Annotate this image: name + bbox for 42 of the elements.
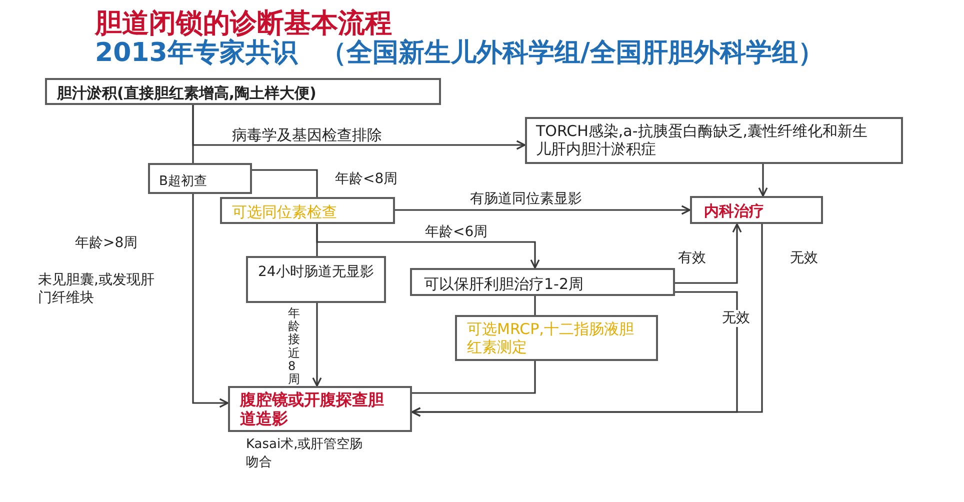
node-text: 内科治疗 <box>704 202 764 220</box>
node-text: 可以保肝利胆治疗1-2周 <box>424 275 584 293</box>
arrow <box>312 303 322 387</box>
process-box <box>228 386 412 432</box>
title: 胆道闭锁的诊断基本流程 <box>95 7 392 39</box>
process-box <box>410 268 675 296</box>
connector-line <box>412 361 536 394</box>
edge-label: 病毒学及基因检查排除 <box>232 126 382 144</box>
edge-label: 有效 <box>678 250 706 267</box>
node-text: 24小时肠道无显影 <box>258 264 374 281</box>
process-box <box>525 117 903 164</box>
node-text: 胆汁淤积(直接胆红素增高,陶土样大便) <box>57 84 316 102</box>
arrow <box>395 205 691 215</box>
edge-label: 有肠道同位素显影 <box>470 191 582 208</box>
node-text: TORCH感染,a-抗胰蛋白酶缺乏,囊性纤维化和新生儿肝内胆汁淤积症 <box>536 122 869 158</box>
edge-label: 年龄>8周 <box>75 235 138 252</box>
node-text: 可选同位素检查 <box>232 203 337 221</box>
connector-line <box>534 296 536 315</box>
arrow <box>192 194 229 408</box>
process-box <box>690 196 823 224</box>
arrow <box>316 224 540 269</box>
edge-label: 年龄<6周 <box>425 224 488 241</box>
note-text: 未见胆囊,或发现肝门纤维块 <box>38 272 156 307</box>
connector-line <box>252 169 318 197</box>
node-text: 腹腔镜或开腹探查胆道造影 <box>240 390 385 428</box>
arrow <box>411 224 763 417</box>
edge-label: 无效 <box>790 250 818 267</box>
process-box <box>220 197 395 224</box>
edge-label: 年龄<8周 <box>335 171 398 188</box>
node-text: B超初查 <box>159 174 207 190</box>
process-box <box>45 78 441 105</box>
edge-label: 年龄接近8周 <box>288 307 300 386</box>
node-caption: Kasai术,或肝管空肠吻合 <box>246 436 364 472</box>
arrow <box>758 164 768 197</box>
process-box <box>148 163 252 194</box>
subtitle: 2013年专家共识 （全国新生儿外科学组/全国肝胆外科学组） <box>95 37 824 70</box>
process-box <box>246 256 386 303</box>
process-box <box>455 315 658 361</box>
edge-label: 无效 <box>722 310 750 327</box>
arrow <box>675 223 742 284</box>
node-text: 可选MRCP,十二指肠液胆红素测定 <box>467 320 635 356</box>
connector-line <box>192 105 194 163</box>
